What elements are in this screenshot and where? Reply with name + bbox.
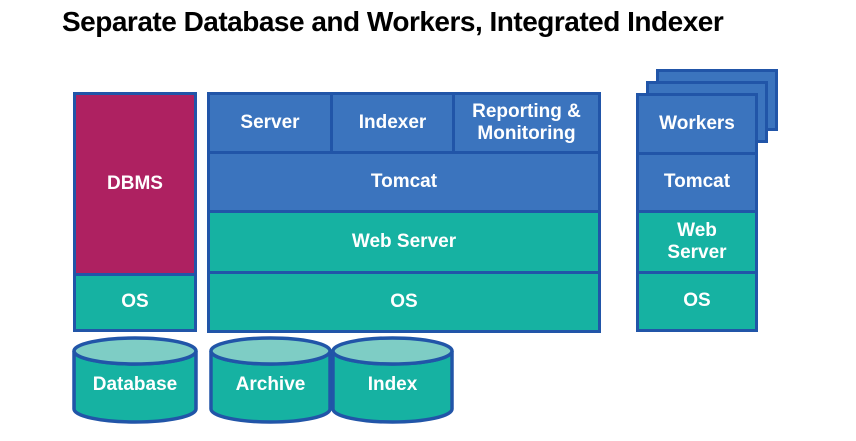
cylinder-label: Archive — [235, 374, 306, 395]
workers-box: Workers — [636, 93, 758, 155]
os-box-middle: OS — [207, 271, 601, 333]
indexer-box: Indexer — [330, 92, 455, 154]
archive-cylinder: Archive — [209, 336, 332, 426]
server-box: Server — [207, 92, 333, 154]
tomcat-box-middle: Tomcat — [207, 151, 601, 213]
database-cylinder: Database — [72, 336, 198, 426]
os-box-left: OS — [73, 273, 197, 332]
os-box-right: OS — [636, 271, 758, 332]
dbms-box: DBMS — [73, 92, 197, 276]
cylinder-shape — [72, 336, 198, 424]
reporting-monitoring-box: Reporting & Monitoring — [452, 92, 601, 154]
web-server-box-middle: Web Server — [207, 210, 601, 274]
diagram-title: Separate Database and Workers, Integrate… — [62, 6, 724, 37]
tomcat-box-right: Tomcat — [636, 152, 758, 213]
cylinder-shape — [209, 336, 332, 424]
cylinder-label: Index — [367, 374, 418, 395]
cylinder-label: Database — [92, 374, 178, 395]
web-server-box-right: Web Server — [636, 210, 758, 274]
cylinder-shape — [331, 336, 454, 424]
index-cylinder: Index — [331, 336, 454, 426]
